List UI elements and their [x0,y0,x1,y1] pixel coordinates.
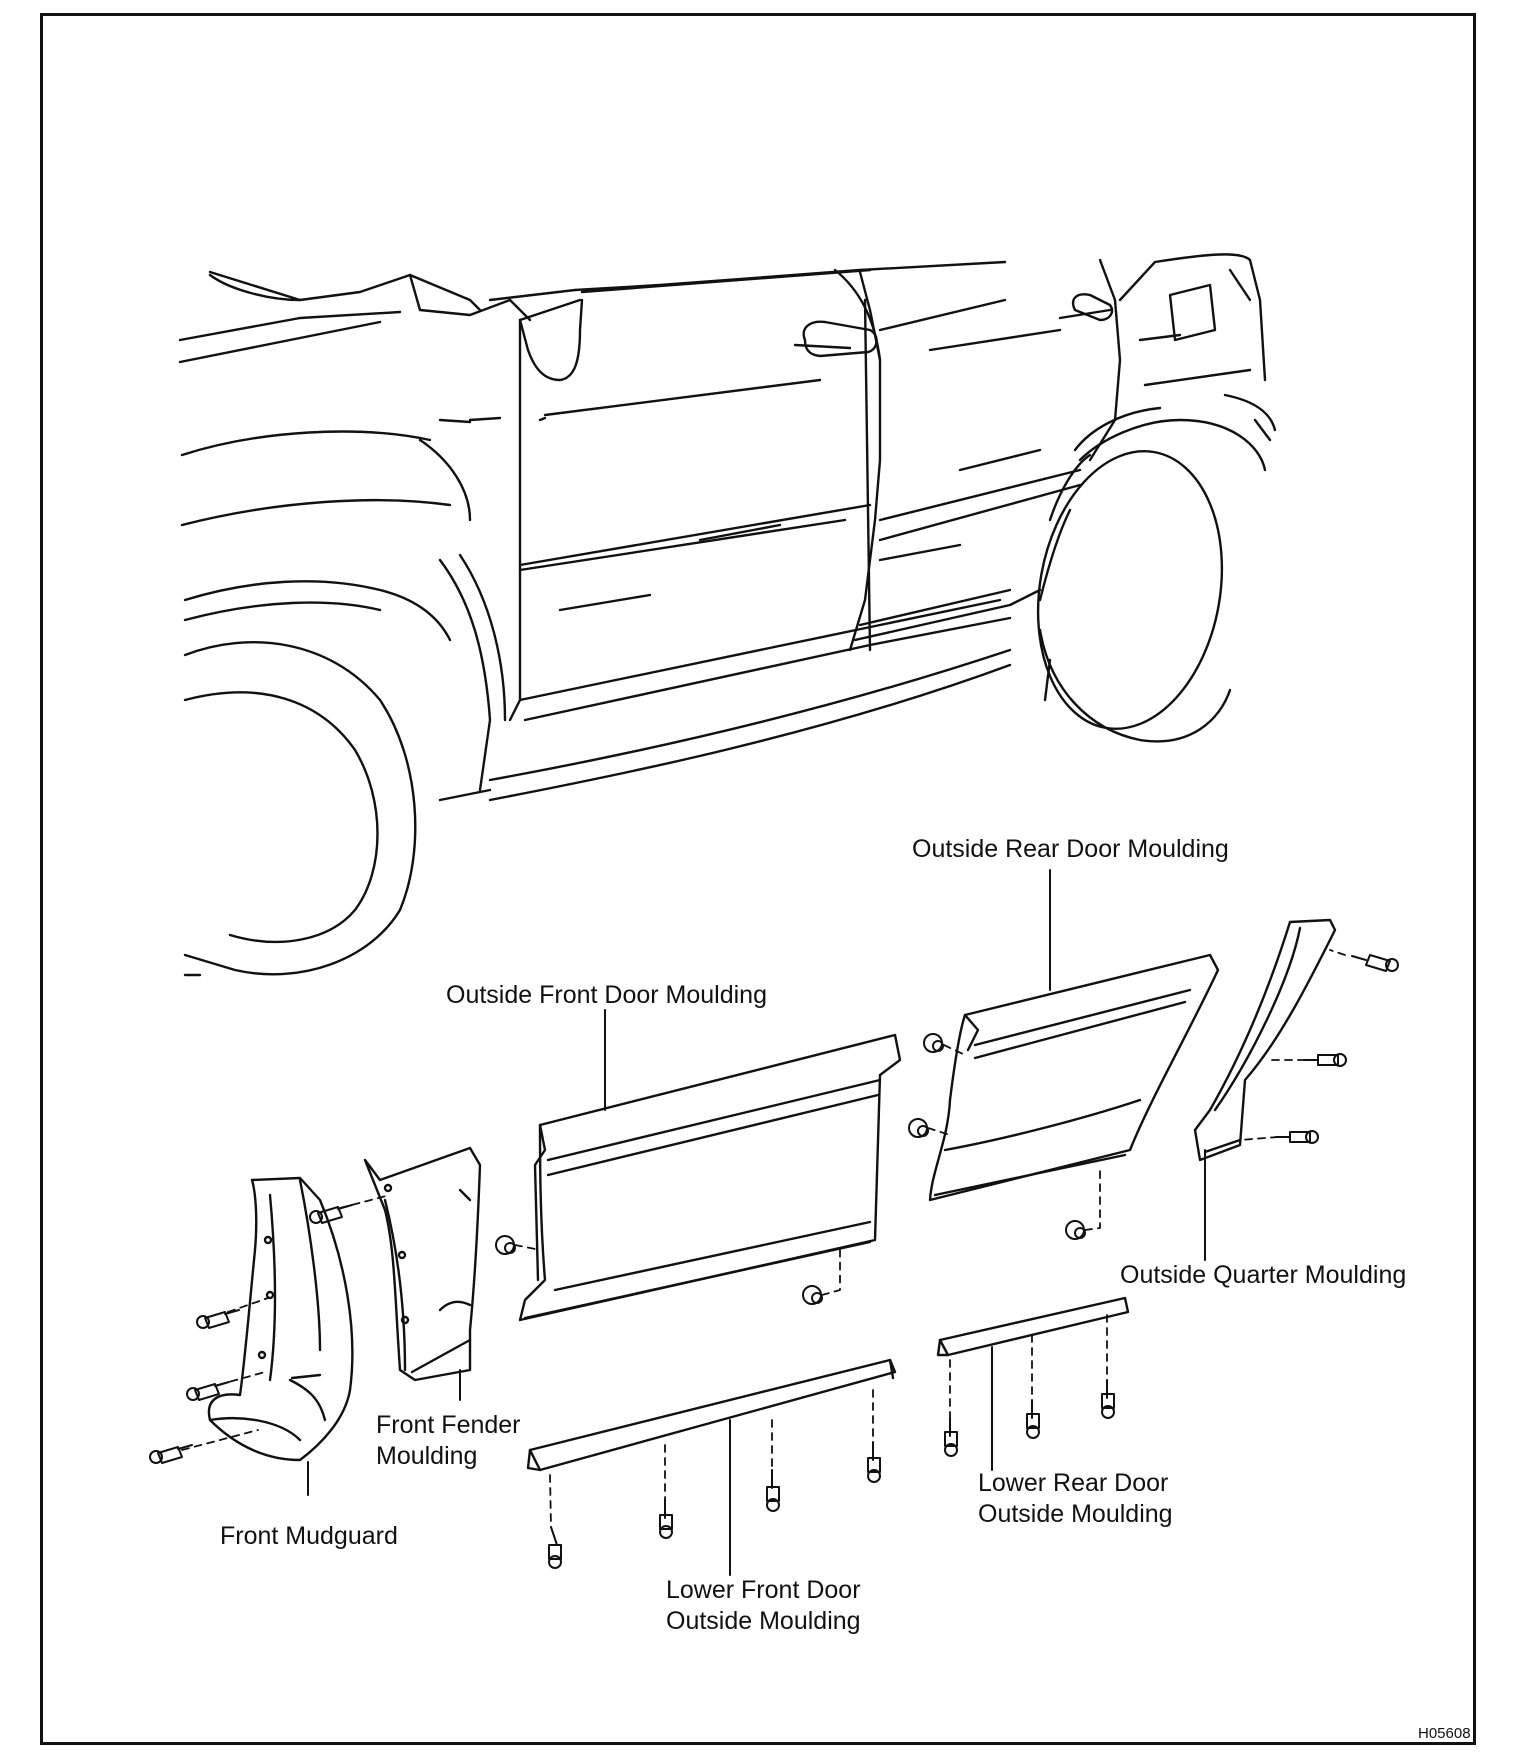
front-fender-moulding-part [363,1146,482,1382]
label-front-mudguard: Front Mudguard [220,1522,398,1550]
lower-front-door-outside-moulding-part [526,1358,897,1472]
outside-rear-door-moulding-part [928,953,1220,1202]
label-lower-front-door-line1: Lower Front Door [666,1576,861,1604]
installation-dash-lines [181,949,1346,1528]
label-outside-quarter-moulding: Outside Quarter Moulding [1120,1261,1407,1289]
screw-icon [196,1309,240,1329]
leader-lines [307,869,1206,1576]
screw-icon [944,1417,958,1457]
screw-icon [1351,954,1399,972]
screw-icon [186,1381,230,1401]
screw-icon [548,1526,562,1569]
screw-icon [1026,1399,1040,1439]
vehicle-body [178,253,1277,977]
front-mudguard-part [207,1176,354,1462]
outside-quarter-moulding-part [1193,918,1337,1162]
clip-icon [908,1118,929,1138]
clip-icon [495,1235,516,1255]
clip-icon [802,1285,823,1305]
screw-icon [149,1444,193,1464]
figure-code: H05608 [1418,1725,1471,1742]
screw-icon [659,1499,673,1539]
label-outside-rear-door-moulding: Outside Rear Door Moulding [912,835,1229,863]
label-lower-front-door-line2: Outside Moulding [666,1607,861,1635]
label-front-fender-moulding-line1: Front Fender [376,1411,521,1439]
screw-icon [867,1441,881,1483]
label-lower-rear-door-line1: Lower Rear Door [978,1469,1169,1497]
screw-icon [766,1469,780,1512]
screw-icon [1275,1130,1319,1144]
screw-icon [309,1204,353,1224]
screw-icon [1101,1379,1115,1419]
label-lower-rear-door-line2: Outside Moulding [978,1500,1173,1528]
outside-front-door-moulding-part [518,1033,902,1322]
clip-icon [923,1033,944,1053]
label-outside-front-door-moulding: Outside Front Door Moulding [446,981,767,1009]
label-front-fender-moulding-line2: Moulding [376,1442,478,1470]
diagram-frame [40,13,1476,1745]
lower-rear-door-outside-moulding-part [936,1296,1130,1357]
screw-icon [1303,1053,1347,1067]
clip-icon [1065,1220,1086,1240]
